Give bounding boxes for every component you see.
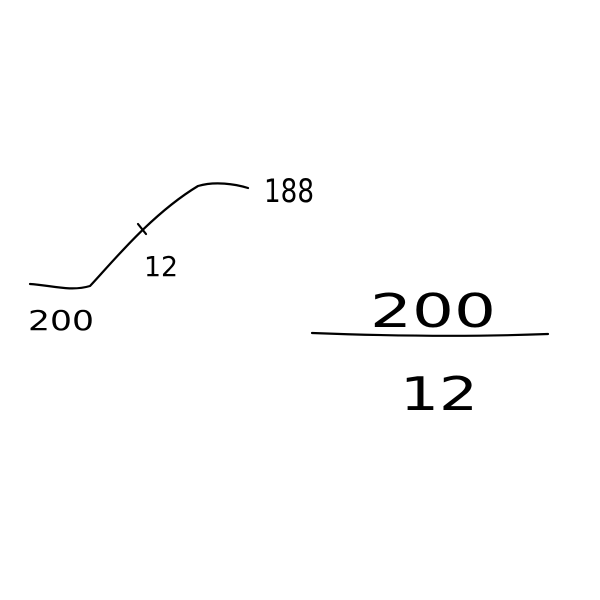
curve-middle-value: 12 [144, 250, 178, 283]
fraction-numerator: 200 [370, 284, 496, 338]
curve-start-value: 200 [28, 304, 94, 337]
midpoint-tick [136, 222, 148, 236]
curve-end-value: 188 [264, 172, 314, 210]
fraction-bar [310, 331, 550, 337]
transition-curve [28, 182, 250, 290]
fraction-denominator: 12 [400, 367, 478, 421]
